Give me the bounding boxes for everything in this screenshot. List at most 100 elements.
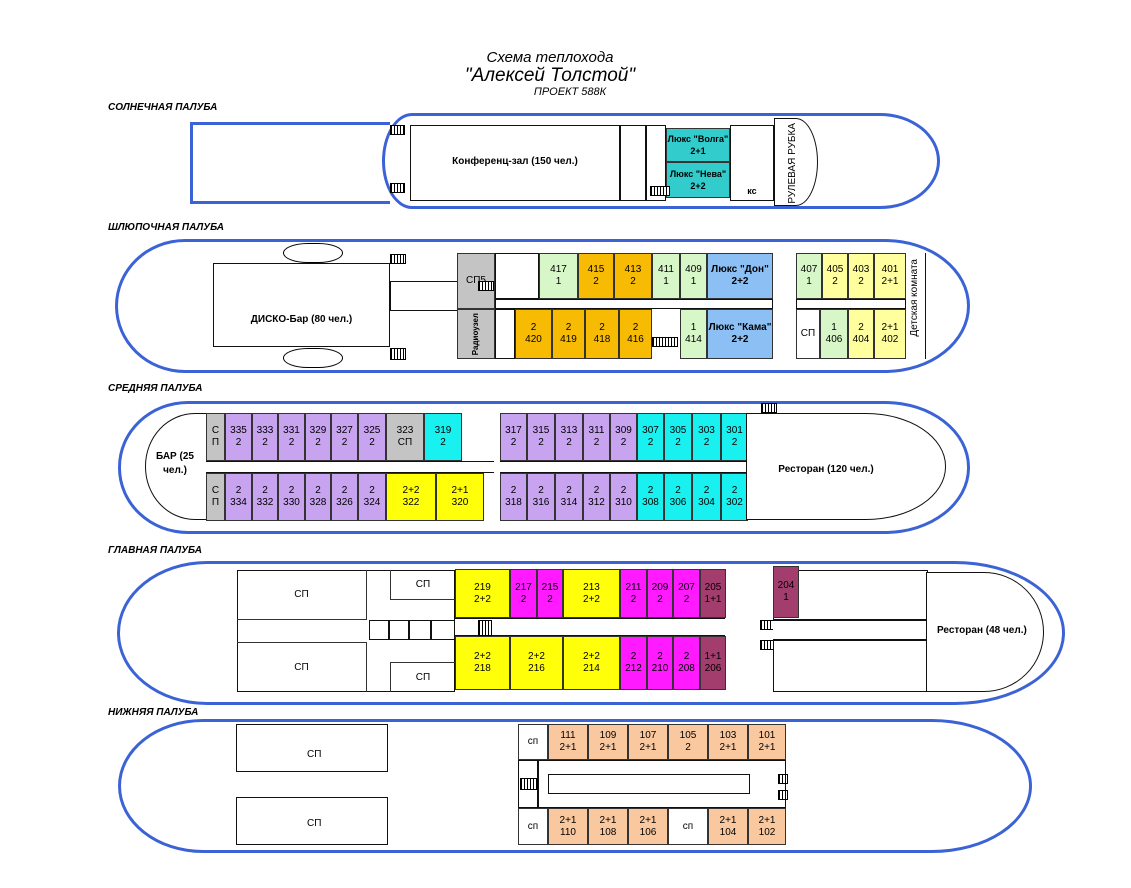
boat-service-room [495,309,515,359]
lux-neva-cabin[interactable]: Люкс "Нева" 2+2 [666,162,730,198]
sp-room: сп [518,724,548,760]
cabin-capacity: 2 [647,485,654,496]
cabin-number: 211 [625,581,642,593]
conference-hall: Конференц-зал (150 чел.) [410,125,620,201]
radio-label: Радиоузел [471,312,480,356]
cabin-number: 301 [726,425,743,436]
cabin-capacity: 2 [657,651,663,662]
lux-kama-cabin[interactable]: Люкс "Кама"2+2 [707,309,773,359]
lux-don-cabin[interactable]: Люкс "Дон"2+2 [707,253,773,299]
boat-corridor [495,299,773,309]
cabin-number: 205 [704,581,722,593]
cabin-number: 328 [309,497,327,508]
lux-volga-cabin[interactable]: Люкс "Волга" 2+1 [666,128,730,162]
cabin-capacity: 1 [555,276,562,287]
stairs-icon [778,774,788,784]
sp-room: СП [390,662,455,692]
boat-service-room [495,253,539,299]
stairs-icon [520,778,538,790]
cabin-capacity: 2 [235,437,242,448]
cabin-number: 420 [525,334,542,345]
